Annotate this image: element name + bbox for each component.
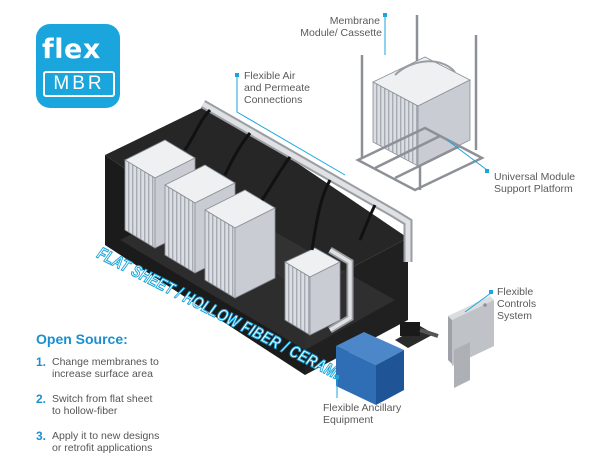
open-source-title: Open Source:	[36, 331, 128, 347]
open-source-item-1: 1. Change membranes to increase surface …	[36, 356, 196, 382]
item-text: Apply it to new designs	[52, 430, 160, 442]
drop-hoses	[183, 108, 377, 251]
membrane-module-label-2: Module/ Cassette	[300, 27, 382, 39]
item-text: Switch from flat sheet	[52, 393, 153, 405]
tank-cassette-4	[284, 247, 341, 336]
controls-system-label: Flexible Controls System	[497, 286, 537, 322]
item-text: or retrofit applications	[52, 442, 153, 454]
tank-cassette-3	[204, 189, 276, 299]
flexmbr-logo: flex MBR	[36, 24, 120, 108]
item-number: 1.	[36, 355, 47, 369]
universal-support-platform	[355, 126, 485, 192]
logo-word-mbr: MBR	[43, 71, 115, 97]
membrane-module-cassette	[360, 15, 478, 190]
item-number: 3.	[36, 429, 47, 443]
controls-panel	[448, 296, 494, 388]
item-text: to hollow-fiber	[52, 405, 118, 417]
item-text: increase surface area	[52, 368, 153, 380]
label-dots	[235, 13, 493, 379]
ancillary-equipment-label: Flexible Ancillary Equipment	[323, 402, 402, 426]
leader-lines	[236, 17, 492, 398]
item-text: Change membranes to	[52, 356, 159, 368]
support-platform-label: Universal Module Support Platform	[494, 171, 576, 195]
open-source-item-3: 3. Apply it to new designs or retrofit a…	[36, 430, 196, 456]
ancillary-equipment	[336, 332, 404, 405]
blower-motor	[395, 322, 439, 348]
item-number: 2.	[36, 392, 47, 406]
membrane-module-label: Membrane	[329, 15, 380, 27]
air-permeate-label: Flexible Air and Permeate Connections	[244, 70, 310, 106]
open-source-item-2: 2. Switch from flat sheet to hollow-fibe…	[36, 393, 196, 419]
logo-word-flex: flex	[42, 34, 101, 65]
